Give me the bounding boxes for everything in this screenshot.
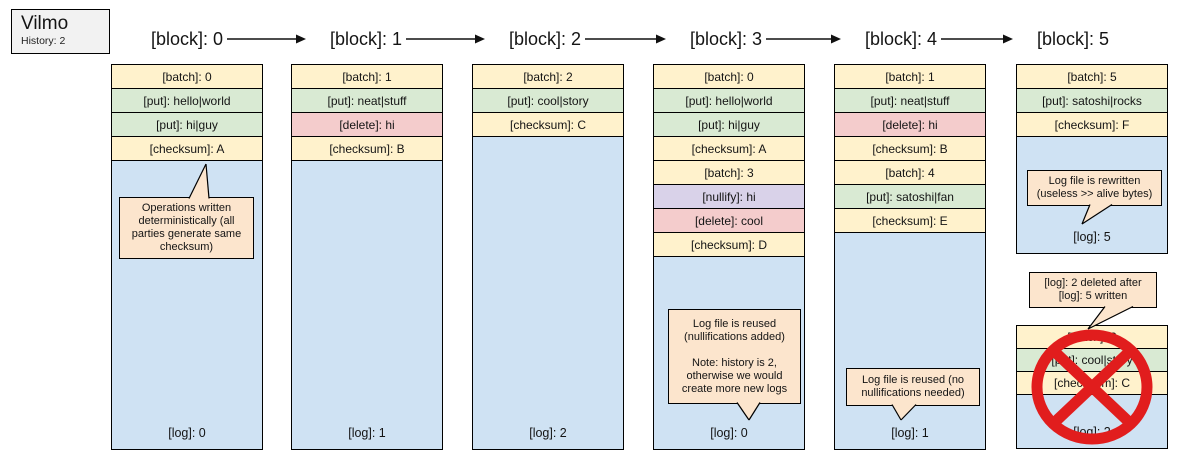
- flow-arrow-icon: [941, 34, 1013, 44]
- log-label: [log]: 5: [1073, 230, 1111, 244]
- cell-batch: [batch]: 0: [653, 64, 805, 89]
- cell-checksum: [checksum]: B: [291, 136, 443, 161]
- cell-batch: [batch]: 4: [834, 160, 986, 185]
- log-file-box: [log]: 1: [834, 232, 986, 450]
- block-header-4: [block]: 4: [864, 29, 938, 49]
- cell-put: [put]: hi|guy: [111, 112, 263, 137]
- flow-arrow-icon: [406, 34, 485, 44]
- cell-checksum: [checksum]: A: [111, 136, 263, 161]
- cell-batch: [batch]: 2: [1016, 325, 1168, 349]
- callout-text-line: Log file is rewritten: [1048, 175, 1141, 187]
- flow-arrow-icon: [227, 34, 306, 44]
- flow-arrow-icon: [766, 34, 841, 44]
- cell-delete: [delete]: cool: [653, 208, 805, 233]
- block-column-5: [batch]: 5[put]: satoshi|rocks[checksum]…: [1016, 64, 1168, 254]
- callout-deleted-after: [log]: 2 deleted after[log]: 5 written: [1029, 272, 1157, 308]
- cell-batch: [batch]: 0: [111, 64, 263, 89]
- log-file-box: [log]: 1: [291, 160, 443, 450]
- cell-checksum: [checksum]: A: [653, 136, 805, 161]
- app-title: Vilmo: [21, 13, 69, 34]
- callout-text-line: Note: history is 2,: [692, 356, 777, 369]
- flow-arrow-icon: [585, 34, 666, 44]
- cell-delete: [delete]: hi: [291, 112, 443, 137]
- callout-text-line: checksum): [159, 241, 214, 253]
- log-file-box: [log]: 2: [1016, 394, 1168, 449]
- cell-put: [put]: neat|stuff: [834, 88, 986, 113]
- cell-delete: [delete]: hi: [834, 112, 986, 137]
- log-label: [log]: 2: [529, 426, 567, 440]
- block-header-0: [block]: 0: [150, 29, 224, 49]
- app-history-setting: History: 2: [21, 35, 66, 47]
- cell-put: [put]: satoshi|fan: [834, 184, 986, 209]
- log-file-box: [log]: 2: [472, 136, 624, 450]
- callout-text-line: create more new logs: [681, 382, 788, 395]
- cell-put: [put]: cool|story: [472, 88, 624, 113]
- cell-put: [put]: hi|guy: [653, 112, 805, 137]
- callout-text-line: [671, 344, 798, 357]
- cell-put: [put]: neat|stuff: [291, 88, 443, 113]
- cell-checksum: [checksum]: D: [653, 232, 805, 257]
- log-label: [log]: 1: [348, 426, 386, 440]
- log-label: [log]: 2: [1073, 425, 1111, 439]
- callout-text-line: Operations written: [141, 202, 232, 214]
- callout-text-line: otherwise we would: [686, 369, 783, 382]
- callout-text-line: Log file is reused: [692, 317, 777, 330]
- callout-text-line: Log file is reused (no: [861, 374, 965, 386]
- block-header-2: [block]: 2: [508, 29, 582, 49]
- block-column-2: [batch]: 2[put]: cool|story[checksum]: C…: [472, 64, 624, 450]
- block-column-4: [batch]: 1[put]: neat|stuff[delete]: hi[…: [834, 64, 986, 450]
- cell-batch: [batch]: 1: [834, 64, 986, 89]
- cell-checksum: [checksum]: C: [472, 112, 624, 137]
- callout-reused-nullifications: Log file is reused(nullifications added)…: [668, 309, 801, 404]
- cell-nullify: [nullify]: hi: [653, 184, 805, 209]
- app-panel: Vilmo History: 2: [11, 9, 110, 54]
- deleted-log-stack: [batch]: 2[put]: cool|story[checksum]: C…: [1016, 325, 1168, 449]
- cell-put: [put]: satoshi|rocks: [1016, 88, 1168, 113]
- block-column-3: [batch]: 0[put]: hello|world[put]: hi|gu…: [653, 64, 805, 450]
- block-column-1: [batch]: 1[put]: neat|stuff[delete]: hi[…: [291, 64, 443, 450]
- log-label: [log]: 1: [891, 426, 929, 440]
- callout-text-line: [log]: 5 written: [1058, 290, 1128, 302]
- callout-text-line: (useless >> alive bytes): [1036, 188, 1153, 200]
- cell-batch: [batch]: 5: [1016, 64, 1168, 89]
- block-header-3: [block]: 3: [689, 29, 763, 49]
- cell-checksum: [checksum]: B: [834, 136, 986, 161]
- block-header-5: [block]: 5: [1036, 29, 1110, 49]
- log-label: [log]: 0: [710, 426, 748, 440]
- callout-rewritten: Log file is rewritten(useless >> alive b…: [1027, 170, 1162, 206]
- callout-text-line: parties generate same: [131, 228, 242, 240]
- callout-text-line: [log]: 2 deleted after: [1044, 277, 1142, 289]
- cell-batch: [batch]: 2: [472, 64, 624, 89]
- callout-text-line: (nullifications added): [684, 330, 785, 343]
- log-label: [log]: 0: [168, 426, 206, 440]
- cell-put: [put]: hello|world: [653, 88, 805, 113]
- cell-put: [put]: hello|world: [111, 88, 263, 113]
- cell-batch: [batch]: 3: [653, 160, 805, 185]
- callout-text-line: nullifications needed): [861, 387, 965, 399]
- cell-put: [put]: cool|story: [1016, 348, 1168, 372]
- cell-checksum: [checksum]: E: [834, 208, 986, 233]
- block-header-1: [block]: 1: [329, 29, 403, 49]
- cell-checksum: [checksum]: F: [1016, 112, 1168, 137]
- callout-text-line: deterministically (all: [138, 215, 235, 227]
- cell-checksum: [checksum]: C: [1016, 371, 1168, 395]
- cell-batch: [batch]: 1: [291, 64, 443, 89]
